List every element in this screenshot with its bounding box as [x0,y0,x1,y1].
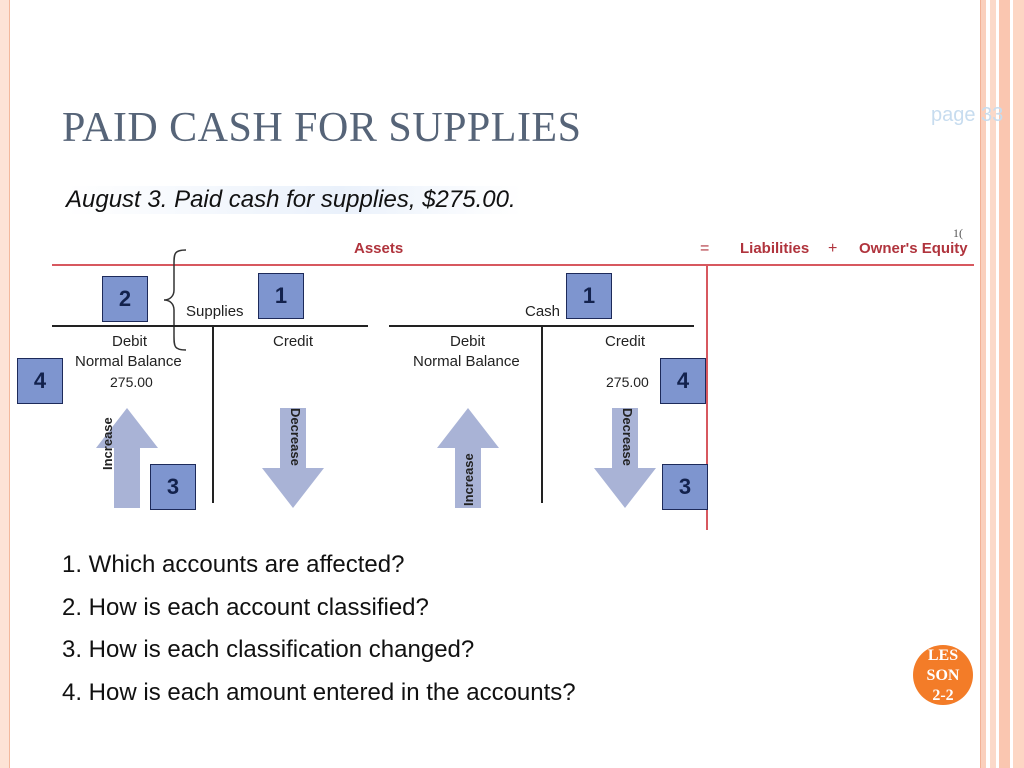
t-account-diagram: Assets = Liabilities + Owner's Equity Su… [0,230,980,530]
step-box-3-supplies: 3 [150,464,196,510]
lesson-badge[interactable]: LES SON 2-2 [913,645,973,705]
cash-account-name: Cash [525,303,561,320]
slide-title: PAID CASH FOR SUPPLIES [62,105,582,151]
cash-normal-balance: Normal Balance [413,353,520,370]
cash-decrease-label: Decrease [620,408,635,466]
supplies-increase-label: Increase [100,417,115,470]
step-box-1-cash: 1 [566,273,612,319]
plus-sign: + [828,240,838,257]
supplies-debit-label: Debit [112,333,148,350]
supplies-t-top [52,325,368,327]
cash-decrease-arrow-icon [594,408,656,508]
step-box-4-supplies: 4 [17,358,63,404]
question-2: 2. How is each account classified? [62,593,429,621]
assets-header: Assets [354,240,404,257]
slide-number: 1( [953,226,963,240]
slide-border-left [0,0,10,768]
cash-credit-amount: 275.00 [606,374,649,390]
brace-icon [163,249,187,351]
supplies-decrease-label: Decrease [288,408,303,466]
cash-increase-arrow-icon [437,408,499,508]
lesson-badge-line-3: 2-2 [932,687,954,704]
cash-t-divider [541,325,543,503]
equals-sign: = [700,240,710,257]
supplies-debit-amount: 275.00 [110,374,153,390]
question-1: 1. Which accounts are affected? [62,551,405,578]
supplies-normal-balance: Normal Balance [75,353,182,370]
cash-increase-label: Increase [461,453,476,506]
question-4: 4. How is each amount entered in the acc… [62,678,576,706]
slide-border-right [980,0,1024,768]
liabilities-header: Liabilities [740,240,810,257]
analysis-questions: 1. Which accounts are affected? 2. How i… [62,548,576,718]
equation-divider [706,264,708,530]
cash-credit-label: Credit [605,333,646,350]
supplies-increase-arrow-icon [96,408,158,508]
question-3: 3. How is each classification changed? [62,636,475,663]
step-box-1-supplies: 1 [258,273,304,319]
equation-line [52,264,974,266]
supplies-t-divider [212,325,214,503]
supplies-credit-label: Credit [273,333,314,350]
owners-equity-header: Owner's Equity [859,240,968,257]
supplies-decrease-arrow-icon [262,408,324,508]
step-box-4-cash: 4 [660,358,706,404]
transaction-description: August 3. Paid cash for supplies, $275.0… [66,186,522,214]
lesson-badge-line-1: LES [927,647,959,664]
step-box-3-cash: 3 [662,464,708,510]
cash-debit-label: Debit [450,333,486,350]
step-box-2: 2 [102,276,148,322]
lesson-badge-line-2: SON [926,667,960,684]
supplies-account-name: Supplies [186,303,244,320]
page-reference: page 33 [931,104,1004,126]
